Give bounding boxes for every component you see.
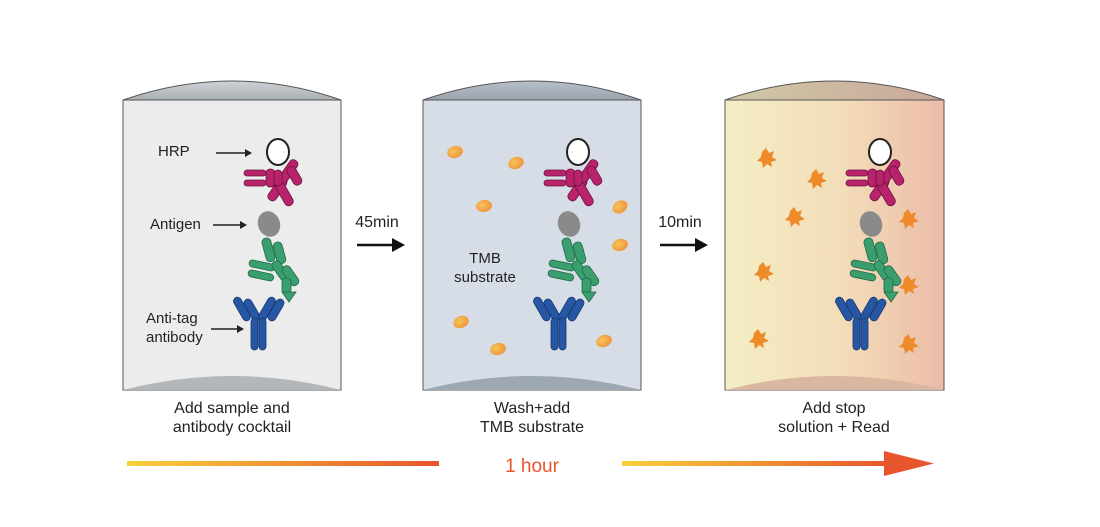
step-1-arrow-icon: [357, 238, 405, 252]
well-2-caption-line1: Wash+add: [494, 400, 570, 417]
well-3-caption-line1: Add stop: [802, 400, 865, 417]
well-1-bottom: [123, 376, 341, 390]
step-2-time: 10min: [658, 214, 702, 231]
antigen-label: Antigen: [150, 216, 201, 233]
well-2-caption-line2: TMB substrate: [480, 419, 584, 436]
antigen-arrow-icon: [213, 221, 247, 229]
timeline-bar-left: [127, 461, 439, 466]
anti-tag-arrow-icon: [211, 325, 244, 333]
well-2-body: [422, 99, 642, 391]
timeline-label: 1 hour: [505, 456, 560, 477]
step-1-time: 45min: [355, 214, 399, 231]
well-3-lid: [724, 80, 945, 101]
well-3-caption-line2: solution + Read: [778, 419, 890, 436]
step-2: 10min: [658, 214, 708, 252]
timeline-bar-right: [622, 461, 890, 466]
timeline: 1 hour: [127, 451, 934, 477]
tmb-label-line2: substrate: [454, 269, 516, 286]
step-2-arrow-icon: [660, 238, 708, 252]
well-1-caption-line2: antibody cocktail: [173, 419, 291, 436]
tmb-label-line1: TMB: [469, 250, 501, 267]
hrp-arrow-icon: [216, 149, 252, 157]
well-3-bottom: [725, 376, 944, 390]
well-2-bottom: [423, 376, 641, 390]
anti-tag-label-line1: Anti-tag: [146, 310, 198, 327]
well-2-lid: [422, 80, 642, 101]
well-1: HRP Antigen Anti-tag antibody Add sample…: [122, 80, 342, 436]
anti-tag-label-line2: antibody: [146, 329, 203, 346]
well-1-lid: [122, 80, 342, 101]
reacted-particles: [749, 148, 919, 354]
timeline-arrowhead-icon: [884, 451, 934, 476]
step-1: 45min: [355, 214, 405, 252]
tmb-particles: [447, 145, 628, 356]
well-1-body: [122, 99, 342, 391]
well-2: TMB substrate Wash+add TMB substrate: [422, 80, 642, 436]
well-3: Add stop solution + Read: [724, 80, 945, 436]
hrp-label: HRP: [158, 143, 190, 160]
well-1-caption-line1: Add sample and: [174, 400, 290, 417]
